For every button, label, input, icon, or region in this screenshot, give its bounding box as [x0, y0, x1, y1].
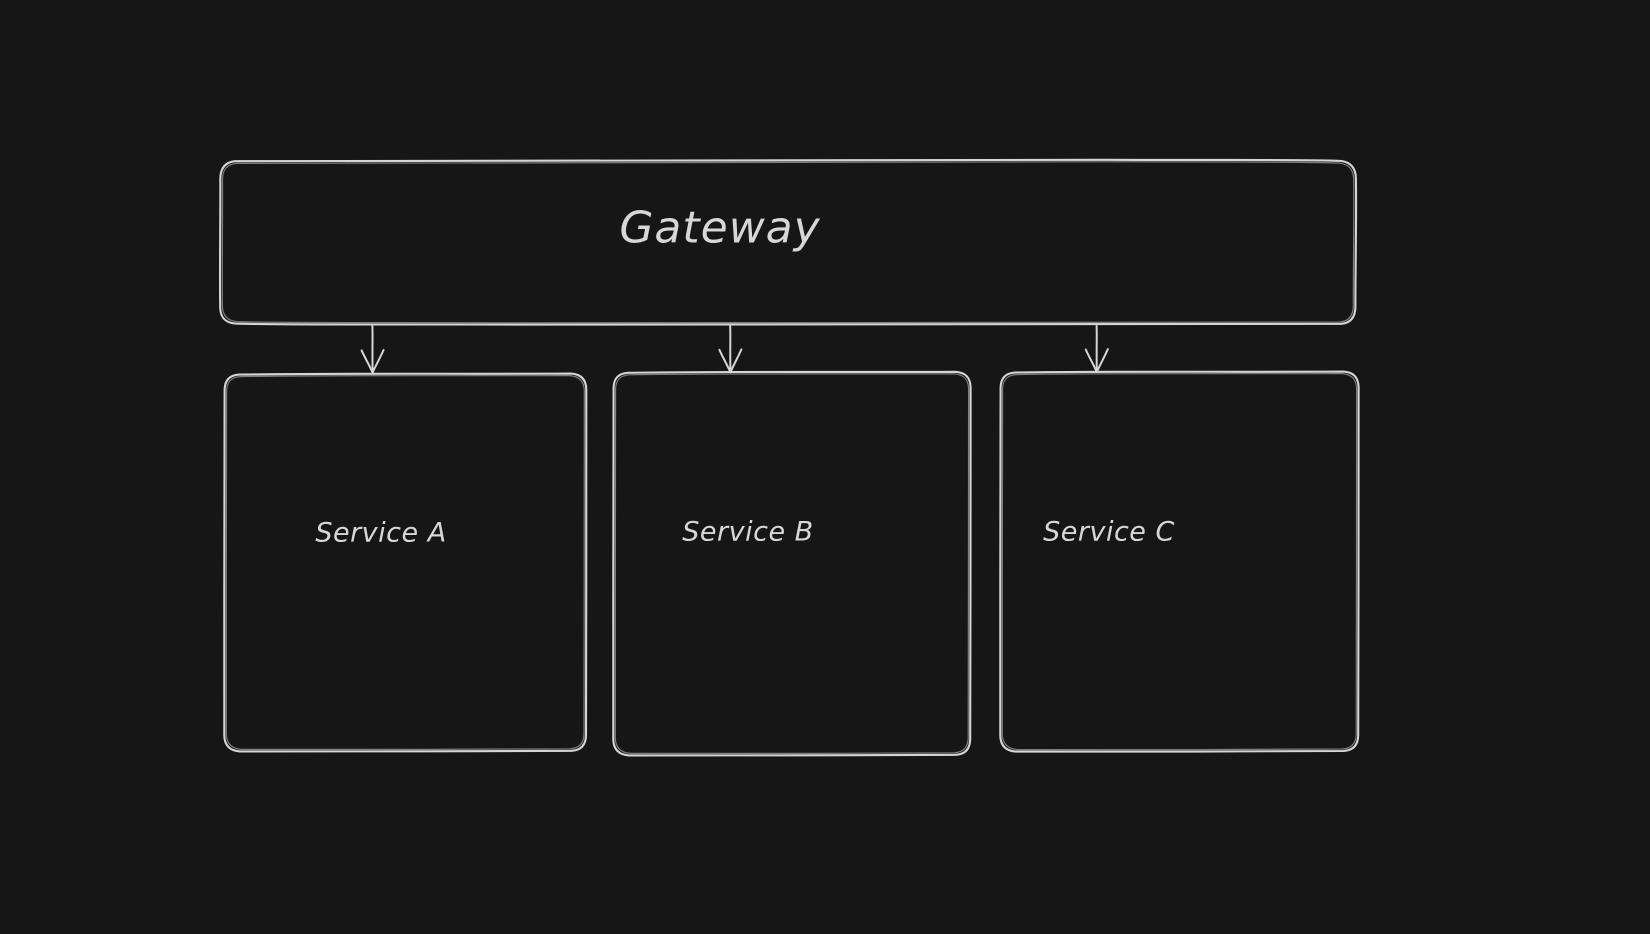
edge-gateway-to-service-c — [1084, 325, 1109, 373]
service-a-node[interactable] — [224, 374, 587, 751]
edge-gateway-to-service-b — [718, 325, 743, 374]
gateway-node-label: Gateway — [619, 202, 821, 254]
service-a-node-label: Service A — [315, 517, 447, 549]
service-b-node[interactable] — [613, 372, 971, 755]
service-c-node-label: Service C — [1043, 516, 1175, 548]
edge-gateway-to-service-a — [360, 325, 385, 374]
service-c-node[interactable] — [1000, 372, 1359, 751]
service-b-node-label: Service B — [682, 516, 814, 548]
